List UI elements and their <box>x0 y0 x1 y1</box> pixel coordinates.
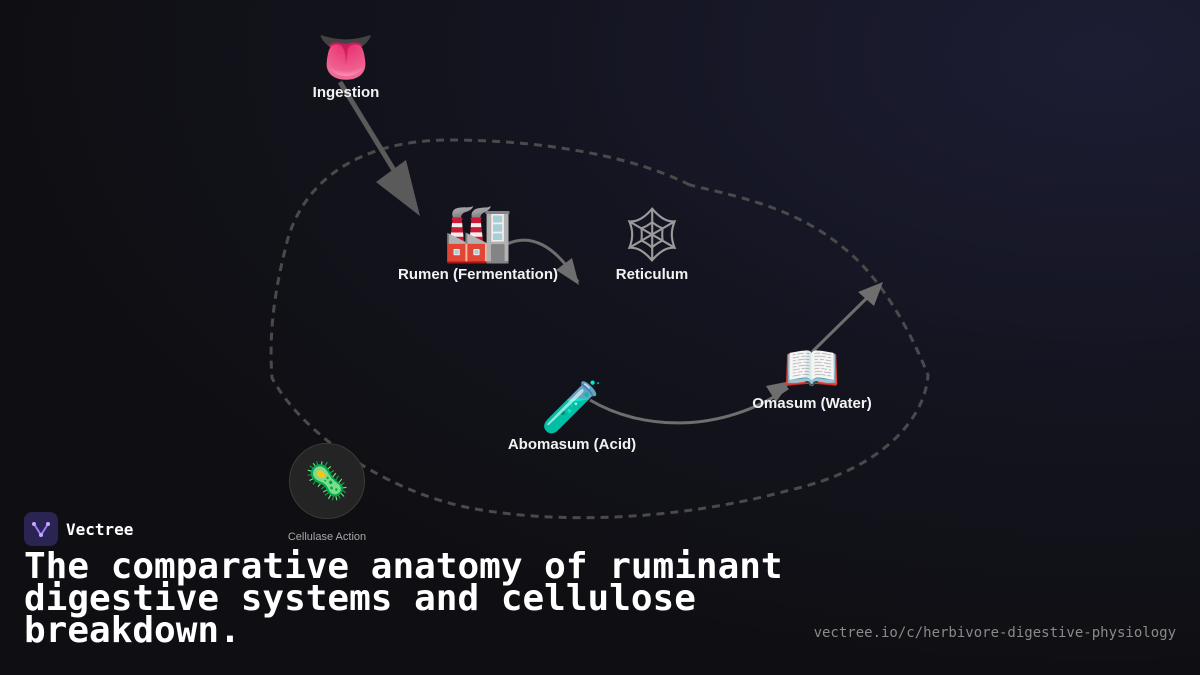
arrow-omasum-to-boundary <box>810 288 877 354</box>
open-book-icon: 📖 <box>783 341 841 395</box>
arrowhead-rumen-reticulum <box>556 258 579 285</box>
microbe-icon: 🦠 <box>304 461 350 502</box>
node-rumen: 🏭 Rumen (Fermentation) <box>397 201 559 284</box>
node-reticulum-label: Reticulum <box>615 266 689 283</box>
node-omasum-label: Omasum (Water) <box>752 395 872 412</box>
cellulase-badge: 🦠 <box>289 443 365 519</box>
vectree-logo-icon <box>32 522 50 537</box>
brand-logo <box>24 512 58 546</box>
node-ingestion: 👅 Ingestion <box>313 34 380 101</box>
node-omasum: 📖 Omasum (Water) <box>752 345 871 412</box>
node-abomasum-label: Abomasum (Acid) <box>507 436 637 453</box>
brand: Vectree <box>24 512 133 546</box>
arrow-ingestion-to-rumen <box>337 80 420 216</box>
test-tube-icon: 🧪 <box>540 378 604 436</box>
page-title: The comparative anatomy of ruminant dige… <box>24 546 783 651</box>
source-url[interactable]: vectree.io/c/herbivore-digestive-physiol… <box>813 625 1176 641</box>
arrowhead-omasum-boundary <box>858 282 883 306</box>
node-rumen-label: Rumen (Fermentation) <box>397 266 559 283</box>
arrowhead-abomasum-omasum <box>766 381 791 402</box>
tongue-icon: 👅 <box>317 30 375 84</box>
stomach-boundary <box>269 138 930 520</box>
factory-icon: 🏭 <box>443 201 513 266</box>
node-abomasum: 🧪 Abomasum (Acid) <box>508 382 636 453</box>
arrow-abomasum-to-omasum <box>589 386 789 425</box>
node-reticulum: 🕸 Reticulum <box>615 203 689 284</box>
cellulase-badge-label: Cellulase Action <box>287 531 367 543</box>
node-ingestion-label: Ingestion <box>312 84 380 101</box>
spider-web-icon: 🕸 <box>617 203 687 266</box>
brand-name: Vectree <box>66 519 134 539</box>
